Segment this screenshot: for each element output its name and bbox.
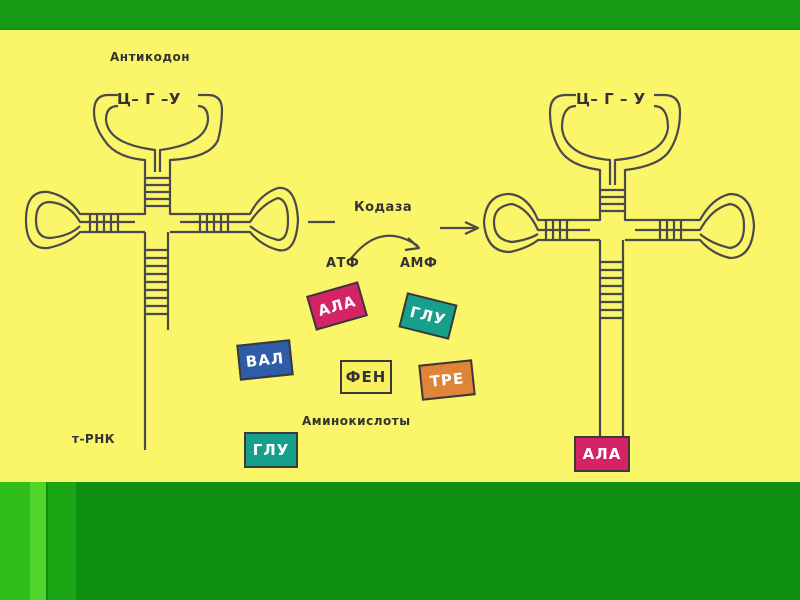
stem-rungs-top	[600, 190, 625, 211]
amino-acids-label: Аминокислоты	[302, 414, 411, 428]
enzyme-label: Кодаза	[354, 200, 412, 215]
amino-acid-tile: ФЕН	[340, 360, 392, 394]
attached-amino-acid-tile: АЛА	[574, 436, 630, 472]
amino-acid-tile: ТРЕ	[418, 359, 475, 400]
atp-label: АТФ	[326, 256, 359, 271]
reaction-arrow	[308, 222, 478, 260]
trna-right	[484, 95, 754, 440]
amino-acid-tile: ВАЛ	[236, 339, 293, 380]
amp-label: АМФ	[400, 256, 437, 271]
trna-left	[26, 95, 298, 450]
trna-label: т-РНК	[72, 432, 115, 446]
stem-rungs-acceptor	[145, 250, 168, 314]
stem-rungs-top	[145, 178, 170, 206]
anticodon-label: Антикодон	[110, 50, 190, 64]
codon-right-label: Ц– Г – У	[576, 90, 646, 108]
stem-rungs-acceptor	[600, 262, 623, 318]
amino-acid-tile: ГЛУ	[244, 432, 298, 468]
codon-left-label: Ц– Г –У	[117, 90, 181, 108]
